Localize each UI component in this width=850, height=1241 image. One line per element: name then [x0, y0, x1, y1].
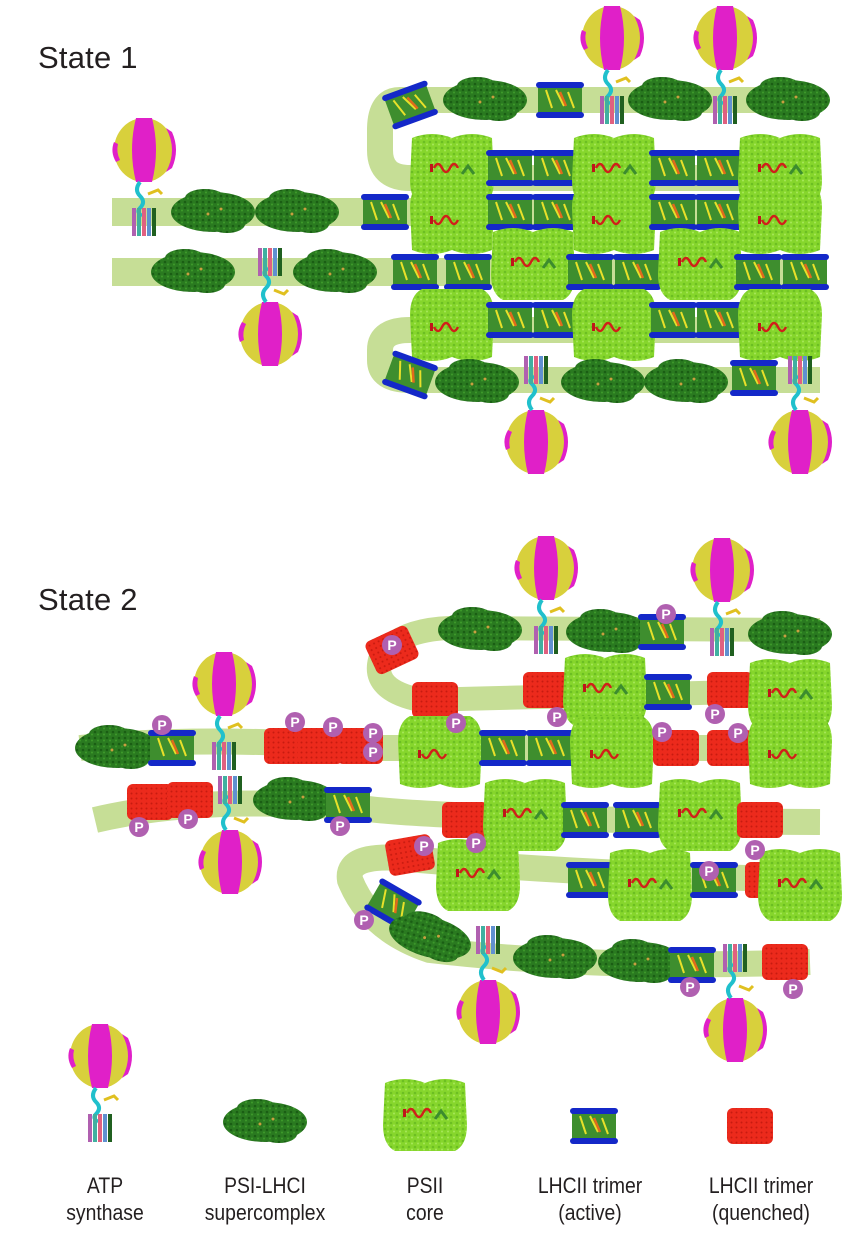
legend-lhcii-quenched-icon — [727, 1108, 773, 1144]
legend-label-lhcii-active: LHCII trimer (active) — [537, 1173, 643, 1225]
state1-title: State 1 — [38, 40, 138, 75]
legend-atp-synthase-icon — [66, 1022, 134, 1144]
legend-label-psi-lhci: PSI-LHCI supercomplex — [204, 1173, 326, 1225]
legend-psii-core-icon — [381, 1077, 469, 1153]
legend-label-atp-synthase: ATP synthase — [66, 1173, 144, 1225]
legend-label-lhcii-quenched: LHCII trimer (quenched) — [708, 1173, 814, 1225]
legend-label-psii-core: PSII core — [406, 1173, 444, 1225]
legend-psi-lhci-icon — [223, 1099, 307, 1143]
state2-title: State 2 — [38, 582, 138, 617]
legend-lhcii-active-icon — [568, 1106, 620, 1146]
state1-complexes — [110, 4, 832, 474]
legend-icons — [66, 1022, 773, 1153]
state2-complexes — [75, 534, 844, 1062]
